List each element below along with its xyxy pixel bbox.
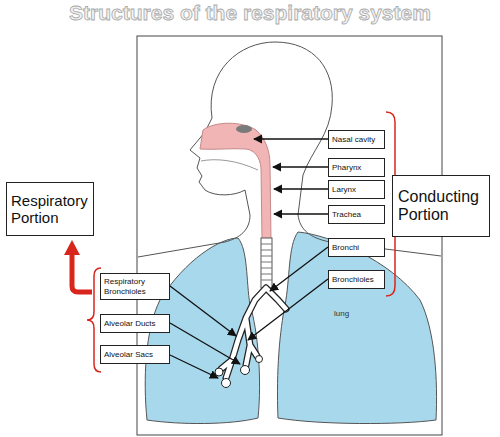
nasal-pharynx-tract xyxy=(200,123,271,240)
structure-label-box: Alveolar Ducts xyxy=(100,314,170,333)
structure-label-box: Trachea xyxy=(328,205,385,224)
leader-arrow xyxy=(274,213,328,214)
diagram-title: Structures of the respiratory system xyxy=(0,0,500,26)
alveolar-sac xyxy=(215,368,223,376)
leader-arrow xyxy=(248,279,328,340)
bronchi-lumen xyxy=(221,288,286,378)
trachea-tube xyxy=(261,238,272,288)
structure-name: Bronchi xyxy=(332,243,359,252)
organ-label: lung xyxy=(334,309,349,319)
structure-name: Nasal cavity xyxy=(332,135,375,144)
nasal-concha xyxy=(236,125,252,133)
structure-name: Alveolar Ducts xyxy=(104,319,156,328)
red-arrow xyxy=(72,252,92,292)
structure-name: Trachea xyxy=(332,210,361,219)
leader-arrow xyxy=(254,138,328,139)
structure-name: Bronchioles xyxy=(332,275,374,284)
structure-name: Conducting Portion xyxy=(398,188,484,225)
trachea-rings xyxy=(261,244,272,280)
structure-label-box: Bronchioles xyxy=(328,270,385,289)
structure-name: Alveolar Sacs xyxy=(104,350,153,359)
bronchi-outline xyxy=(221,288,286,378)
right-lung xyxy=(277,232,436,424)
structure-label-box: Pharynx xyxy=(328,158,385,177)
structure-label-box: Larynx xyxy=(328,180,385,199)
leader-arrow xyxy=(270,247,328,291)
alveolar-sac xyxy=(222,379,231,388)
structure-label-box: Alveolar Sacs xyxy=(100,345,170,364)
structure-name: Pharynx xyxy=(332,163,361,172)
structure-name: Larynx xyxy=(332,185,356,194)
leader-arrow xyxy=(170,355,218,378)
leader-arrow xyxy=(273,166,328,167)
portion-box: Respiratory Portion xyxy=(6,182,94,236)
leader-arrow xyxy=(274,188,328,189)
structure-label-box: Respiratory Bronchioles xyxy=(100,273,170,300)
structure-label-box: Nasal cavity xyxy=(328,130,385,149)
alveolar-sac xyxy=(256,356,263,363)
red-arrow-head xyxy=(64,240,80,255)
structure-label-box: Bronchi xyxy=(328,238,385,257)
respiratory-bracket xyxy=(87,268,101,372)
portion-box: Conducting Portion xyxy=(392,175,490,237)
structure-name: Respiratory Portion xyxy=(11,192,89,227)
leader-arrow xyxy=(170,323,240,364)
structure-name: Respiratory Bronchioles xyxy=(104,277,166,295)
tongue-line xyxy=(201,160,258,170)
alveolar-sac xyxy=(241,366,250,375)
